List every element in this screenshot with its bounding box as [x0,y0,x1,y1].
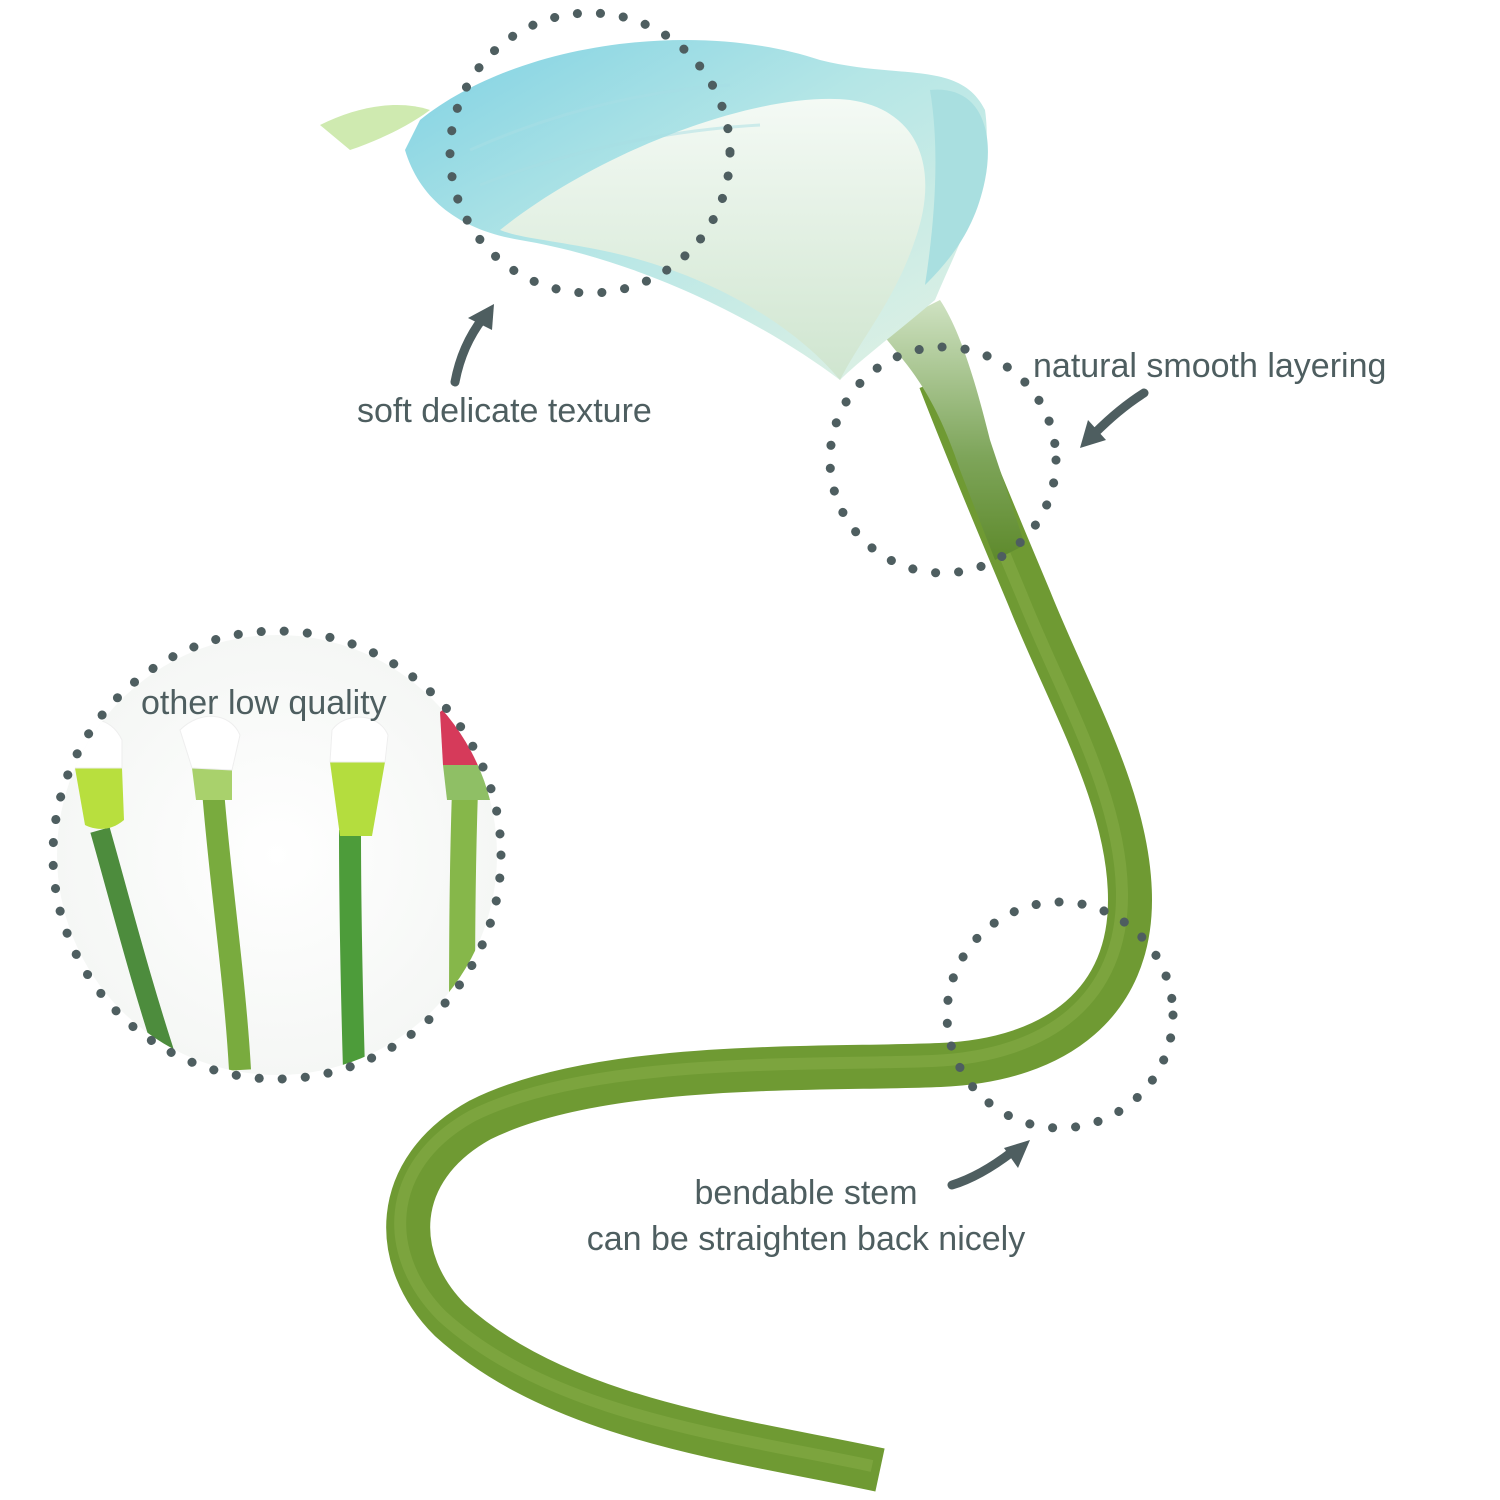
callout-bendable: bendable stem can be straighten back nic… [556,1170,1056,1262]
callout-layering: natural smooth layering [1033,347,1387,385]
callout-texture: soft delicate texture [357,392,652,430]
callout-bendable-line1: bendable stem [694,1174,918,1212]
curved-arrow-icon [1080,388,1149,448]
comparison-inset [48,626,506,1084]
flower-stem [386,372,1153,1492]
curved-arrow-icon [947,1140,1030,1190]
calla-lily-bloom [320,40,988,380]
dotted-circle-icon [445,8,735,298]
curved-arrow-icon [450,304,494,387]
flower-throat [880,300,1025,560]
callout-bendable-line2: can be straighten back nicely [586,1220,1026,1258]
dotted-circle-icon [942,897,1178,1133]
callout-low-quality: other low quality [141,684,387,722]
dotted-circle-icon [825,342,1061,578]
